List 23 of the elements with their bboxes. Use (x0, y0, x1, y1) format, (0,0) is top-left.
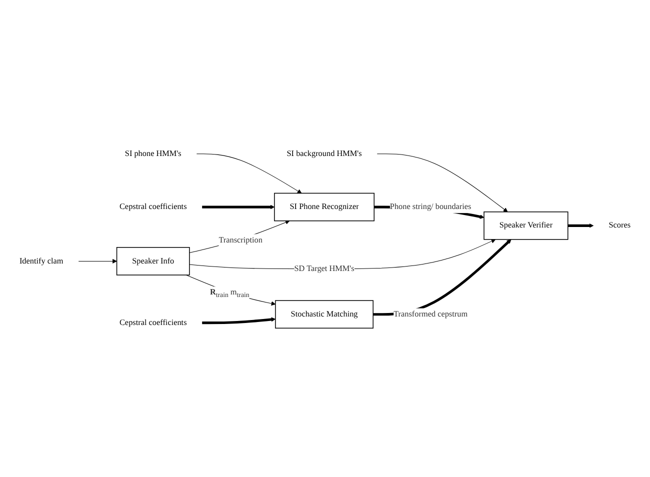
arrow (202, 317, 276, 324)
edge-label: R$_{train}$ m$_{train}$ (210, 288, 250, 299)
arrow (202, 204, 275, 210)
node-box: Speaker Verifier (484, 212, 568, 240)
node-box: Stochastic Matching (275, 300, 374, 329)
node-text: Cepstral coefficients (119, 318, 187, 328)
edge-label: SD Target HMM's (294, 264, 354, 274)
node-box: Speaker Info (116, 247, 190, 276)
node-text: SI phone HMM's (124, 149, 182, 158)
arrow (78, 259, 117, 264)
edge-label: Phone string/ boundaries (390, 202, 472, 212)
node-text: Cepstral coefficients (119, 202, 187, 212)
arrow (189, 220, 290, 254)
node-box: SI Phone Recognizer (274, 193, 375, 222)
arrow (568, 224, 594, 228)
edge-label: Transformed cepstrum (394, 310, 468, 319)
node-text: Scores (608, 221, 631, 230)
edge-label: Transcription (218, 236, 262, 245)
node-text: Identify clam (19, 256, 64, 266)
arrow (196, 154, 302, 194)
arrow (376, 154, 508, 212)
node-text: SI background HMM's (286, 149, 362, 158)
arrow (186, 274, 276, 306)
